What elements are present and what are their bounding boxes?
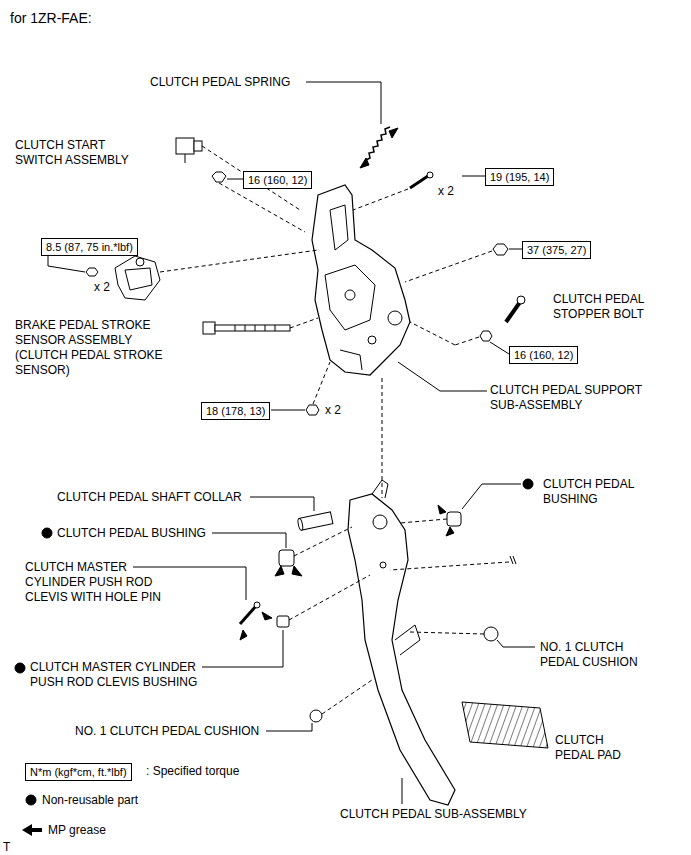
torque-box: 16 (160, 12) [243,171,312,189]
page-mark: T [3,840,10,855]
torque-value: 18 (178, 13) [206,405,265,417]
torque-value: 37 (375, 27) [527,244,586,256]
part-name: CLUTCH PEDAL STOPPER BOLT [553,292,653,322]
part-name: CLUTCH PEDAL SUB-ASSEMBLY [340,807,527,822]
torque-value: 8.5 (87, 75 in.*lbf) [46,241,133,253]
torque-box: 19 (195, 14) [485,168,554,186]
torque-value: 16 (160, 12) [248,174,307,186]
quantity-note: x 2 [94,280,110,295]
part-name: CLUTCH PEDAL BUSHING [543,477,643,507]
torque-box: 8.5 (87, 75 in.*lbf) [41,238,138,256]
part-name: CLUTCH PEDAL PAD [555,733,645,763]
torque-value: 16 (160, 12) [514,349,573,361]
part-name: CLUTCH PEDAL SUPPORT SUB-ASSEMBLY [490,383,650,413]
diagram-title: for 1ZR-FAE: [10,10,92,27]
part-name: CLUTCH PEDAL SHAFT COLLAR [57,490,242,505]
part-name: CLUTCH MASTER CYLINDER PUSH ROD CLEVIS W… [25,560,165,605]
part-name: NO. 1 CLUTCH PEDAL CUSHION [75,724,259,739]
part-name: BRAKE PEDAL STROKE SENSOR ASSEMBLY (CLUT… [15,318,167,378]
torque-box: 16 (160, 12) [509,346,578,364]
part-name: NO. 1 CLUTCH PEDAL CUSHION [540,640,650,670]
torque-value: N*m (kgf*cm, ft.*lbf) [30,766,127,778]
torque-box: 37 (375, 27) [522,241,591,259]
part-name: CLUTCH MASTER CYLINDER PUSH ROD CLEVIS B… [30,660,205,690]
quantity-note: x 2 [438,184,454,199]
legend-text: Non-reusable part [42,793,138,808]
part-name: CLUTCH PEDAL BUSHING [57,526,206,541]
torque-value: 19 (195, 14) [490,171,549,183]
quantity-note: x 2 [325,403,341,418]
part-name: CLUTCH PEDAL SPRING [150,75,290,90]
part-name: CLUTCH START SWITCH ASSEMBLY [15,138,140,168]
legend-text: : Specified torque [146,764,239,779]
torque-box: 18 (178, 13) [201,402,270,420]
torque-box: N*m (kgf*cm, ft.*lbf) [25,763,132,781]
legend-text: MP grease [48,823,106,838]
